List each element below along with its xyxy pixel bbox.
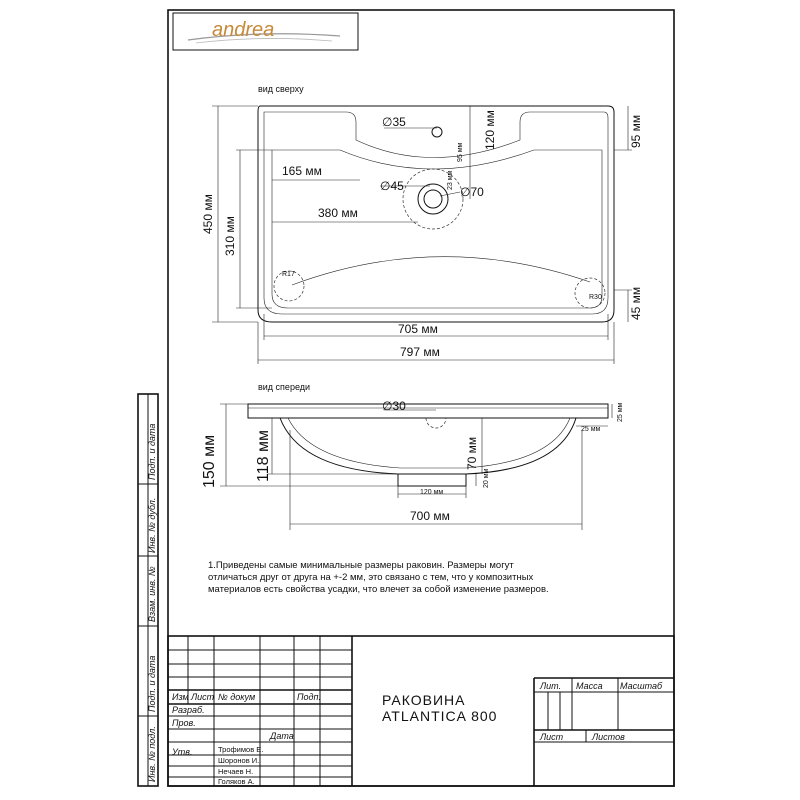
- tb-person-1: Трофимов Е.: [218, 745, 263, 754]
- stamp-vzam-inv: Взам. инв. №: [147, 566, 157, 622]
- tb-masshtab: Масштаб: [620, 681, 663, 691]
- stamp-inv-podl: Инв. № подл.: [147, 726, 157, 782]
- tb-prov: Пров.: [172, 718, 196, 728]
- dim-150: 150 мм: [201, 435, 218, 488]
- drain-hole: [417, 183, 449, 215]
- view-front-label: вид спереди: [258, 382, 310, 392]
- dim-20: 20 мм: [483, 468, 490, 488]
- note: 1.Приведены самые минимальные размеры ра…: [208, 560, 549, 595]
- tb-utv: Утв.: [171, 747, 192, 757]
- top-view: [257, 105, 615, 323]
- stamp-podp-data-2: Подп. и дата: [147, 656, 157, 712]
- tb-title-1: РАКОВИНА: [382, 692, 465, 708]
- tb-podp: Подп.: [297, 692, 321, 702]
- dim-d70: ∅70: [460, 185, 484, 199]
- tb-title-2: ATLANTICA 800: [382, 708, 497, 724]
- dim-45-right: 45 мм: [629, 287, 643, 320]
- dim-d45: ∅45: [380, 179, 404, 193]
- tb-person-4: Голяков А.: [218, 777, 255, 786]
- dim-d35: ∅35: [382, 115, 406, 129]
- tb-person-2: Шоронов И.: [218, 756, 259, 765]
- dim-r30: R30: [589, 294, 602, 301]
- stamp-inv-dubl: Инв. № дубл.: [147, 498, 157, 553]
- tb-izm: Изм: [172, 692, 189, 702]
- dim-700: 700 мм: [410, 509, 450, 523]
- stamp-podp-data-1: Подп. и дата: [147, 424, 157, 480]
- dim-r17: R17: [282, 271, 295, 278]
- logo-text: andrea: [212, 19, 274, 41]
- dim-70: 70 мм: [465, 437, 479, 470]
- tb-list2: Лист: [539, 732, 564, 742]
- dim-705: 705 мм: [398, 322, 438, 336]
- view-top-label: вид сверху: [258, 84, 304, 94]
- dim-450: 450 мм: [201, 194, 215, 234]
- dim-95-right: 95 мм: [629, 115, 643, 148]
- tb-list: Лист: [190, 692, 215, 702]
- dim-380: 380 мм: [318, 206, 358, 220]
- side-stamp: Подп. и дата Инв. № дубл. Взам. инв. № П…: [137, 393, 159, 787]
- dim-165: 165 мм: [282, 164, 322, 178]
- dim-310: 310 мм: [223, 216, 237, 256]
- note-line-3: материалов есть свойства усадки, что вле…: [208, 584, 549, 595]
- tb-doc: № докум: [218, 692, 255, 702]
- dim-120-front: 120 мм: [420, 489, 443, 496]
- note-line-2: отличаться друг от друга на +-2 мм, это …: [208, 572, 534, 583]
- tb-data: Дата: [269, 731, 294, 741]
- dim-95-small: 95 мм: [457, 142, 464, 162]
- note-line-1: 1.Приведены самые минимальные размеры ра…: [208, 560, 514, 571]
- dim-25-right: 25 мм: [617, 402, 624, 422]
- dim-120: 120 мм: [483, 110, 497, 150]
- tap-hole: [431, 126, 443, 138]
- tb-listov: Листов: [591, 732, 625, 742]
- dim-797: 797 мм: [400, 345, 440, 359]
- front-view-dimensions: ∅30 150 мм 118 мм 70 мм 120 мм 20 мм 25 …: [201, 399, 624, 530]
- logo: andrea: [172, 12, 359, 51]
- tb-person-3: Нечаев Н.: [218, 767, 253, 776]
- tb-massa: Масса: [576, 681, 603, 691]
- dim-118: 118 мм: [255, 430, 272, 482]
- sheet-frame: [167, 9, 675, 787]
- tb-lit: Лит.: [539, 681, 561, 691]
- dim-d30: ∅30: [382, 399, 406, 413]
- title-block: Изм Лист № докум Подп. Дата Разраб. Пров…: [167, 635, 675, 787]
- dim-25: 25 мм: [581, 426, 601, 433]
- dim-23: 23 мм: [447, 170, 454, 190]
- top-view-dimensions: ∅35 ∅45 ∅70 R17 R30 165 мм 380 мм 120 мм…: [201, 105, 643, 364]
- tb-razrab: Разраб.: [172, 705, 205, 715]
